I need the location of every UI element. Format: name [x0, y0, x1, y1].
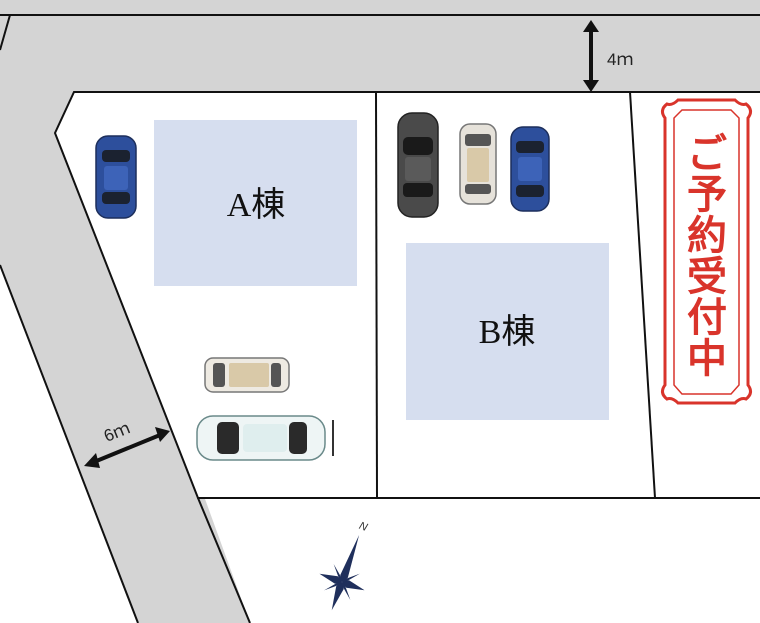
car-black-lot-b [397, 112, 439, 218]
stamp-frame-inner [673, 109, 740, 395]
compass-rose: N [319, 520, 369, 611]
compass-needle-south [331, 582, 344, 611]
compass-needle-west [319, 573, 342, 584]
car-blue-lot-b [510, 126, 550, 212]
building-a: A棟 [154, 120, 357, 286]
lot-divider-b-east [629, 91, 656, 499]
stamp-char-1: ご [687, 131, 727, 177]
lot-divider-ab [375, 91, 378, 499]
stamp-char-3: 約 [687, 213, 727, 259]
north-road-width-marker: 4ｍ [583, 20, 633, 92]
stamp-frame-outer [660, 98, 753, 405]
compass-north-label: N [357, 520, 369, 534]
car-blue-lot-a [95, 135, 137, 219]
front-road-edge [197, 497, 251, 623]
building-a-footprint [154, 120, 357, 286]
north-road [0, 0, 760, 105]
stamp-char-6: 中 [687, 336, 727, 382]
west-road-edge [0, 264, 139, 623]
stamp-char-2: 予 [687, 172, 727, 218]
north-road-width-label: 4ｍ [607, 50, 633, 69]
car-white-lot-a [196, 415, 334, 461]
building-b-label: B棟 [479, 313, 536, 351]
reservation-stamp: ご 予 約 受 付 中 [660, 98, 753, 405]
building-b-footprint [406, 243, 609, 420]
stamp-char-5: 付 [687, 295, 727, 341]
compass-needle-north [340, 535, 360, 582]
building-b: B棟 [406, 243, 609, 420]
compass-needle-east [342, 580, 365, 591]
stamp-char-4: 受 [687, 254, 727, 300]
car-silver-lot-b [459, 123, 497, 205]
car-kei-lot-a [204, 357, 290, 393]
building-a-label: A棟 [227, 186, 286, 224]
west-road-outer-edge [0, 14, 12, 51]
